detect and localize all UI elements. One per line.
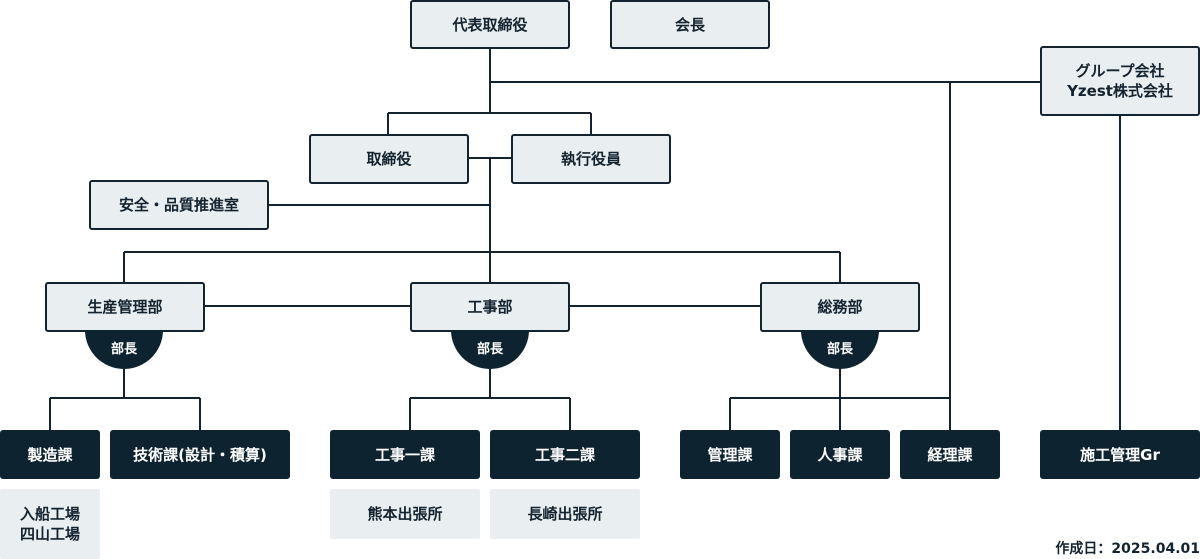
created-date: 作成日：2025.04.01 [1055, 538, 1200, 558]
production-head-label: 部長 [110, 342, 137, 357]
construction-dept-label: 工事部 [467, 298, 513, 316]
directors-box: 取締役 [309, 134, 469, 184]
construction-mgmt-group-label: 施工管理Gr [1080, 445, 1160, 464]
works1-section-box: 工事一課 [330, 430, 480, 479]
officers-label: 執行役員 [560, 150, 621, 168]
directors-label: 取締役 [366, 150, 412, 168]
production-dept-box: 生産管理部 [45, 282, 205, 332]
safety-office-box: 安全・品質推進室 [89, 180, 269, 230]
management-section-label: 管理課 [707, 445, 753, 464]
ceo-box: 代表取締役 [410, 0, 570, 49]
management-section-box: 管理課 [680, 430, 780, 479]
kumamoto-office-box: 熊本出張所 [330, 489, 480, 539]
construction-mgmt-group-box: 施工管理Gr [1040, 430, 1200, 479]
accounting-section-box: 経理課 [900, 430, 1000, 479]
manufacturing-section-label: 製造課 [27, 445, 73, 464]
works2-section-label: 工事二課 [534, 445, 595, 464]
group-company-box: グループ会社 Yzest株式会社 [1040, 46, 1200, 116]
kumamoto-office-label: 熊本出張所 [367, 505, 443, 523]
technical-section-box: 技術課(設計・積算) [110, 430, 290, 479]
safety-office-label: 安全・品質推進室 [118, 196, 239, 214]
hr-section-label: 人事課 [817, 445, 863, 464]
factories-box: 入船工場 四山工場 [0, 489, 100, 559]
works1-section-label: 工事一課 [374, 445, 435, 464]
production-dept-label: 生産管理部 [87, 298, 163, 316]
general-affairs-dept-label: 総務部 [817, 298, 863, 316]
nagasaki-office-box: 長崎出張所 [490, 489, 640, 539]
officers-box: 執行役員 [511, 134, 671, 184]
nagasaki-office-label: 長崎出張所 [527, 505, 603, 523]
general-affairs-head-label: 部長 [826, 342, 853, 357]
manufacturing-section-box: 製造課 [0, 430, 100, 479]
factory-irifune: 入船工場 [19, 505, 80, 523]
general-affairs-dept-box: 総務部 [760, 282, 920, 332]
chairman-label: 会長 [674, 15, 705, 34]
construction-head-label: 部長 [476, 342, 503, 357]
created-date-label: 作成日： [1055, 541, 1112, 557]
chairman-box: 会長 [610, 0, 770, 49]
created-date-value: 2025.04.01 [1111, 541, 1200, 557]
works2-section-box: 工事二課 [490, 430, 640, 479]
hr-section-box: 人事課 [790, 430, 890, 479]
technical-section-label: 技術課(設計・積算) [133, 445, 267, 464]
factory-yotsuyama: 四山工場 [19, 525, 80, 543]
group-company-label: グループ会社 [1075, 62, 1165, 80]
construction-dept-box: 工事部 [410, 282, 570, 332]
group-company-name: Yzest株式会社 [1067, 82, 1173, 100]
accounting-section-label: 経理課 [927, 445, 973, 464]
ceo-label: 代表取締役 [452, 15, 528, 34]
